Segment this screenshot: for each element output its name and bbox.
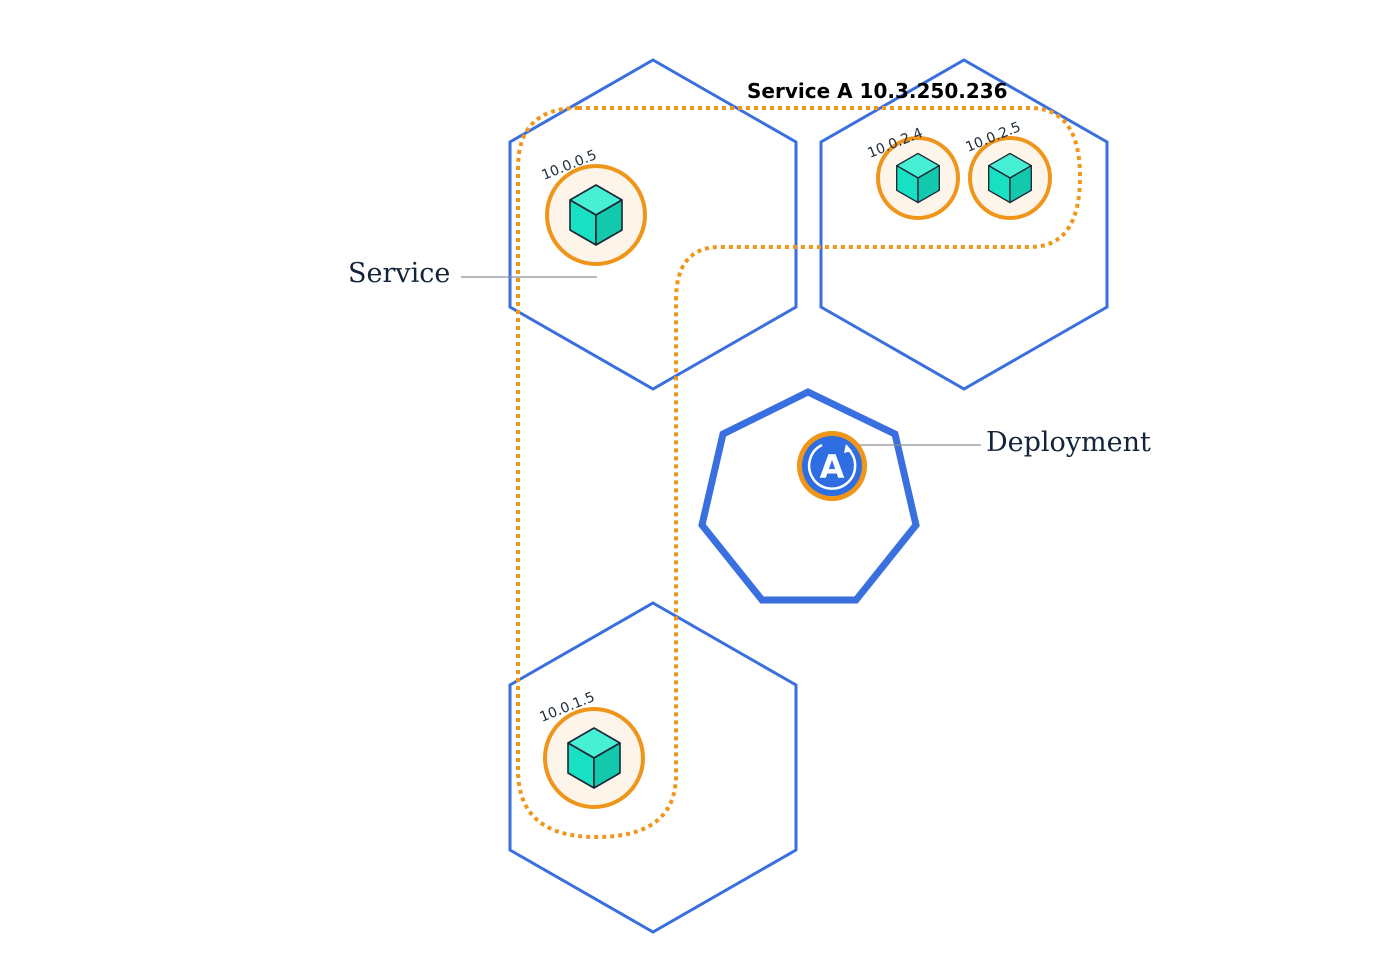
pod-10-0-1-5: 10.0.1.5 — [538, 689, 645, 809]
deployment-heptagon — [698, 388, 920, 604]
deployment-label: Deployment — [986, 427, 1151, 458]
pod-10-0-2-4: 10.0.2.4 — [866, 125, 960, 220]
node-3 — [508, 601, 798, 934]
deployment-cycle-icon — [807, 443, 857, 490]
service-a-boundary — [516, 106, 1083, 840]
deployment-badge: A — [797, 431, 867, 501]
node-2 — [819, 58, 1109, 391]
deployment-arrow-icon — [844, 444, 852, 453]
deployment-icon-letter: A — [820, 448, 845, 486]
service-a-label: Service A 10.3.250.236 — [747, 79, 1008, 103]
service-label: Service — [348, 258, 450, 289]
pod-10-0-0-5: 10.0.0.5 — [540, 147, 647, 266]
pod-10-0-2-5: 10.0.2.5 — [964, 119, 1052, 220]
node-1 — [508, 58, 798, 391]
